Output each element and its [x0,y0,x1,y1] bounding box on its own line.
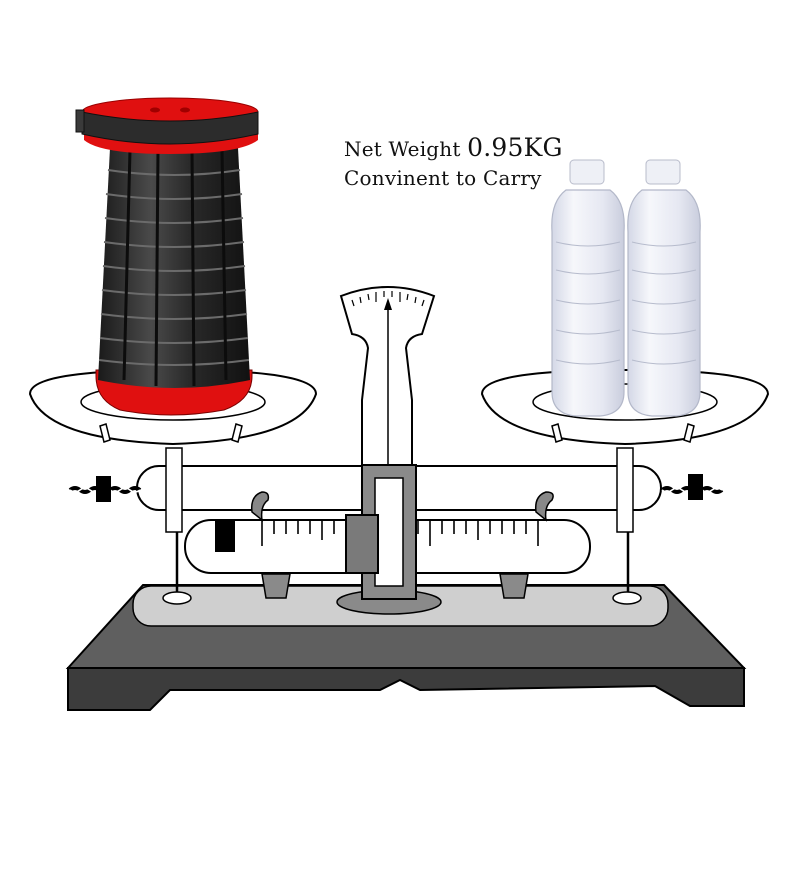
right-pan [480,368,770,446]
water-bottles [551,159,701,417]
pan-posts [165,447,634,592]
left-adjuster [68,476,142,502]
net-weight-line: Net Weight 0.95KG [344,133,563,164]
center-dial [339,286,436,466]
right-adjuster [660,474,724,500]
caption-subtitle: Convinent to Carry [344,166,542,190]
beam-feet [261,573,529,599]
water-bottle-left [551,159,625,417]
net-weight-value: 0.95KG [467,133,563,162]
net-weight-label: Net Weight [344,137,461,161]
center-frame [345,464,417,600]
water-bottle-right [627,159,701,417]
weight-caption: Net Weight 0.95KG Convinent to Carry [344,133,563,192]
telescopic-stool [75,97,259,416]
scale-base [65,584,747,711]
